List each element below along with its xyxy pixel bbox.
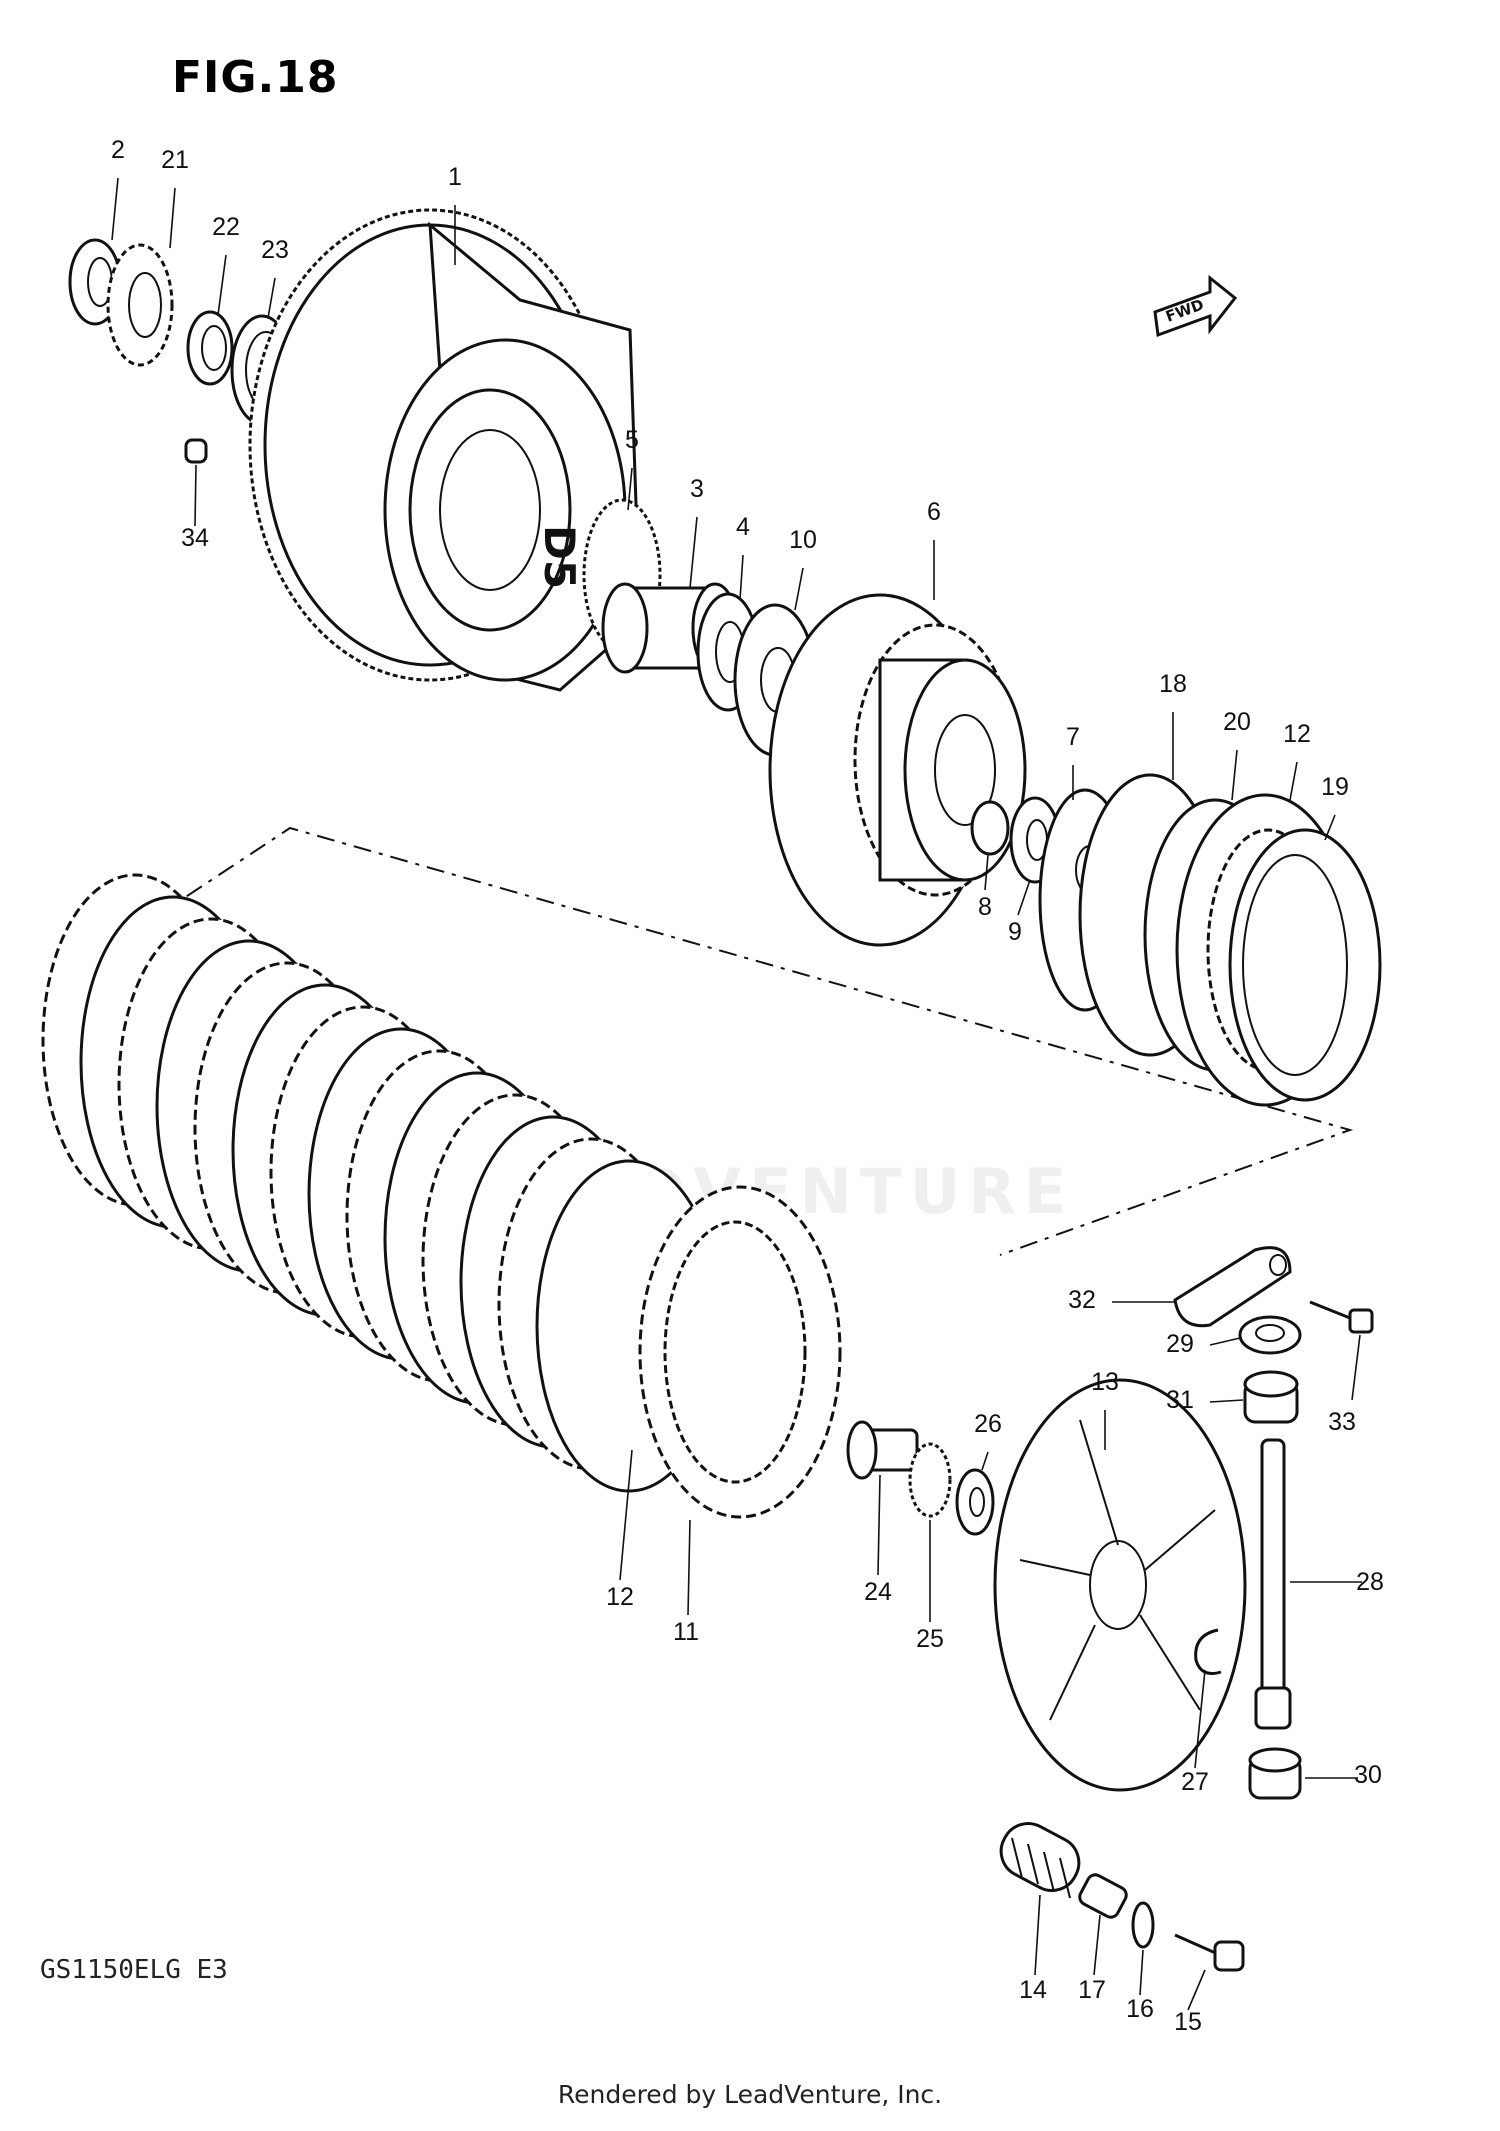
part-spring-bolt [1174, 1933, 1245, 1972]
part-clutch-spring [999, 1822, 1081, 1899]
callout-label: 28 [1356, 1568, 1384, 1596]
part-release-bearing-lower [1248, 1747, 1302, 1800]
callout-label: 12 [606, 1583, 634, 1611]
callout-leader [1231, 749, 1238, 801]
part-drive-plate-front [638, 1185, 842, 1519]
callout-leader [1324, 814, 1336, 841]
callout-label: 33 [1328, 1408, 1356, 1436]
callout-leader [627, 467, 633, 511]
part-spring-washer-small [1131, 1901, 1155, 1949]
callout-label: 23 [261, 236, 289, 264]
part-clutch-nut [970, 800, 1010, 856]
callout-label: 7 [1066, 723, 1080, 751]
callout-label: 21 [161, 146, 189, 174]
callout-leader [1139, 1949, 1144, 1996]
callout-leader [1194, 1669, 1206, 1769]
callout-label: 13 [1091, 1368, 1119, 1396]
footer-credit: Rendered by LeadVenture, Inc. [557, 2080, 943, 2109]
callout-leader [794, 567, 804, 611]
callout-label: 20 [1223, 708, 1251, 736]
callout-leader [267, 277, 276, 319]
svg-text:D5: D5 [535, 525, 584, 589]
part-primary-driven-gear-housing: D5 [248, 208, 642, 692]
callout-leader [984, 854, 989, 891]
callout-label: 14 [1019, 1976, 1047, 2004]
fwd-arrow: FWD [1153, 274, 1238, 338]
callout-label: 30 [1354, 1761, 1382, 1789]
part-clutch-plate-stack [41, 873, 723, 1493]
part-release-plate [993, 1378, 1247, 1792]
part-push-piece [846, 1420, 919, 1480]
callout-label: 22 [212, 213, 240, 241]
plate-stack-outline [59, 826, 1354, 1256]
callout-label: 25 [916, 1625, 944, 1653]
part-bolt [1309, 1300, 1374, 1334]
callout-label: 18 [1159, 670, 1187, 698]
part-release-shaft [1254, 1438, 1292, 1730]
callout-leader [1187, 1969, 1206, 2011]
part-oil-seal [1238, 1315, 1302, 1355]
part-spacer [186, 310, 234, 386]
callout-leader [1209, 1337, 1241, 1346]
callout-label: 12 [1283, 720, 1311, 748]
callout-label: 2 [111, 136, 125, 164]
callout-label: 19 [1321, 773, 1349, 801]
callout-label: 32 [1068, 1286, 1096, 1314]
callout-label: 1 [448, 163, 462, 191]
part-thrust-washer-small [955, 1468, 995, 1536]
part-primary-sprocket [106, 243, 174, 367]
callout-label: 31 [1166, 1386, 1194, 1414]
part-release-arm [1173, 1246, 1292, 1328]
callout-label: 5 [625, 426, 639, 454]
part-spring-spacer [1078, 1873, 1128, 1919]
callout-leader [687, 1519, 691, 1616]
callout-label: 26 [974, 1410, 1002, 1438]
callout-label: 11 [673, 1618, 699, 1646]
part-release-bearing-upper [1243, 1370, 1299, 1424]
callout-label: 29 [1166, 1330, 1194, 1358]
callout-label: 10 [789, 526, 817, 554]
model-code: GS1150ELG E3 [40, 1955, 228, 1985]
callout-leader [1093, 1914, 1101, 1976]
callout-labels: 1234567891011121213141516171819202122232… [111, 136, 1384, 2036]
part-circlip [1194, 1628, 1222, 1675]
callout-label: 9 [1008, 918, 1022, 946]
callout-label: 15 [1174, 2008, 1202, 2036]
callout-leader [111, 177, 119, 241]
callout-leader [619, 1449, 633, 1581]
callout-leader [217, 254, 227, 316]
callout-leader [1289, 761, 1298, 801]
callout-label: 8 [978, 893, 992, 921]
callout-leader [1351, 1334, 1361, 1401]
callout-label: 6 [927, 498, 941, 526]
callout-label: 17 [1078, 1976, 1106, 2004]
callout-label: 4 [736, 513, 750, 541]
callout-leader [739, 554, 744, 601]
callout-leader [194, 464, 197, 527]
callout-leader-lines [111, 177, 1362, 2011]
figure-title: FIG.18 [172, 52, 339, 103]
part-pin [184, 438, 208, 464]
callout-label: 27 [1181, 1768, 1209, 1796]
callout-leader [981, 1451, 989, 1471]
callout-leader [1209, 1399, 1244, 1403]
callout-leader [169, 187, 176, 249]
callout-label: 24 [864, 1578, 892, 1606]
callout-leader [1034, 1894, 1041, 1976]
callout-leader [1017, 879, 1031, 916]
callout-label: 16 [1126, 1995, 1154, 2023]
part-thrust-bearing [908, 1442, 952, 1518]
callout-label: 3 [690, 475, 704, 503]
callout-label: 34 [181, 524, 209, 552]
part-drive-plate-upper [1228, 828, 1382, 1102]
callout-leader [689, 516, 698, 589]
callout-leader [877, 1474, 881, 1576]
